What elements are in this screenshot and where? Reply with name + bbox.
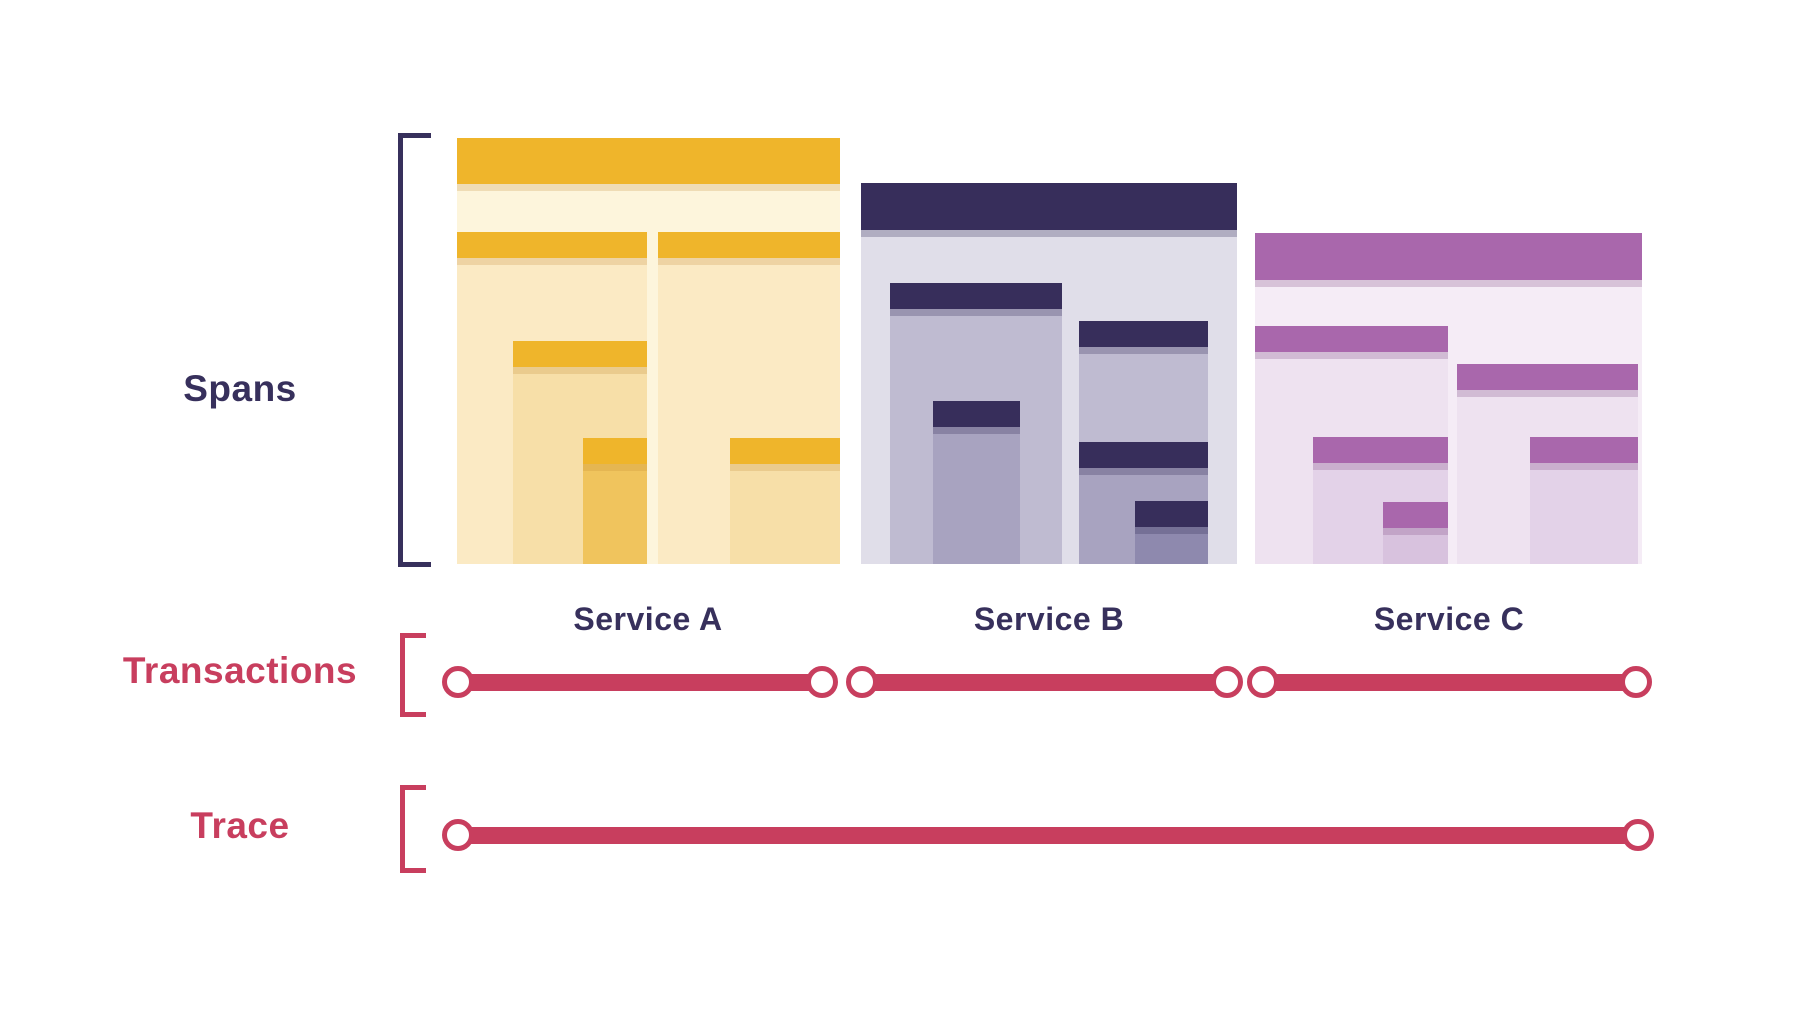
service-b-span-3-bar — [1079, 321, 1208, 347]
transactions-row-label: Transactions — [122, 650, 358, 691]
trace-bracket — [400, 785, 426, 873]
service-c-block — [1255, 233, 1642, 564]
transaction-endpoint-3-end — [1620, 666, 1652, 698]
service-b-span-2-bar — [933, 401, 1020, 427]
service-c-span-3-body — [1383, 528, 1448, 564]
service-b-label: Service B — [973, 601, 1125, 637]
service-c-label: Service C — [1373, 601, 1525, 637]
spans-bracket — [398, 133, 431, 567]
service-c-span-2-bar — [1313, 437, 1448, 463]
transaction-endpoint-2-end — [1211, 666, 1243, 698]
service-b-span-5-body — [1135, 527, 1208, 564]
transaction-endpoint-3-start — [1247, 666, 1279, 698]
service-b-span-2-body — [933, 427, 1020, 564]
service-a-span-3-body — [583, 464, 647, 564]
service-c-span-5-bar — [1530, 437, 1638, 463]
transaction-line-2 — [862, 674, 1227, 691]
service-c-span-5-body — [1530, 463, 1638, 564]
service-a-span-1-bar — [457, 232, 647, 258]
transaction-line-1 — [458, 674, 822, 691]
transaction-endpoint-1-end — [806, 666, 838, 698]
service-a-label: Service A — [573, 601, 723, 637]
service-a-root-span-bar — [457, 138, 840, 184]
transactions-bracket — [400, 633, 426, 717]
trace-line-1 — [458, 827, 1638, 844]
service-b-span-4-bar — [1079, 442, 1208, 468]
service-b-span-1-bar — [890, 283, 1062, 309]
transaction-line-3 — [1263, 674, 1636, 691]
service-a-span-5-body — [730, 464, 840, 564]
service-c-span-1-bar — [1255, 326, 1448, 352]
trace-endpoint-1-end — [1622, 819, 1654, 851]
service-a-span-2-bar — [513, 341, 647, 367]
service-c-root-span-bar — [1255, 233, 1642, 280]
service-c-span-4-bar — [1457, 364, 1638, 390]
service-b-root-span-bar — [861, 183, 1237, 230]
service-a-span-5-bar — [730, 438, 840, 464]
transaction-endpoint-2-start — [846, 666, 878, 698]
trace-endpoint-1-start — [442, 819, 474, 851]
transaction-endpoint-1-start — [442, 666, 474, 698]
service-c-span-3-bar — [1383, 502, 1448, 528]
service-a-block — [457, 138, 840, 564]
service-b-span-5-bar — [1135, 501, 1208, 527]
service-b-block — [861, 183, 1237, 564]
service-a-span-3-bar — [583, 438, 647, 464]
trace-row-label: Trace — [190, 805, 290, 846]
spans-row-label: Spans — [183, 368, 297, 409]
service-a-span-4-bar — [658, 232, 840, 258]
